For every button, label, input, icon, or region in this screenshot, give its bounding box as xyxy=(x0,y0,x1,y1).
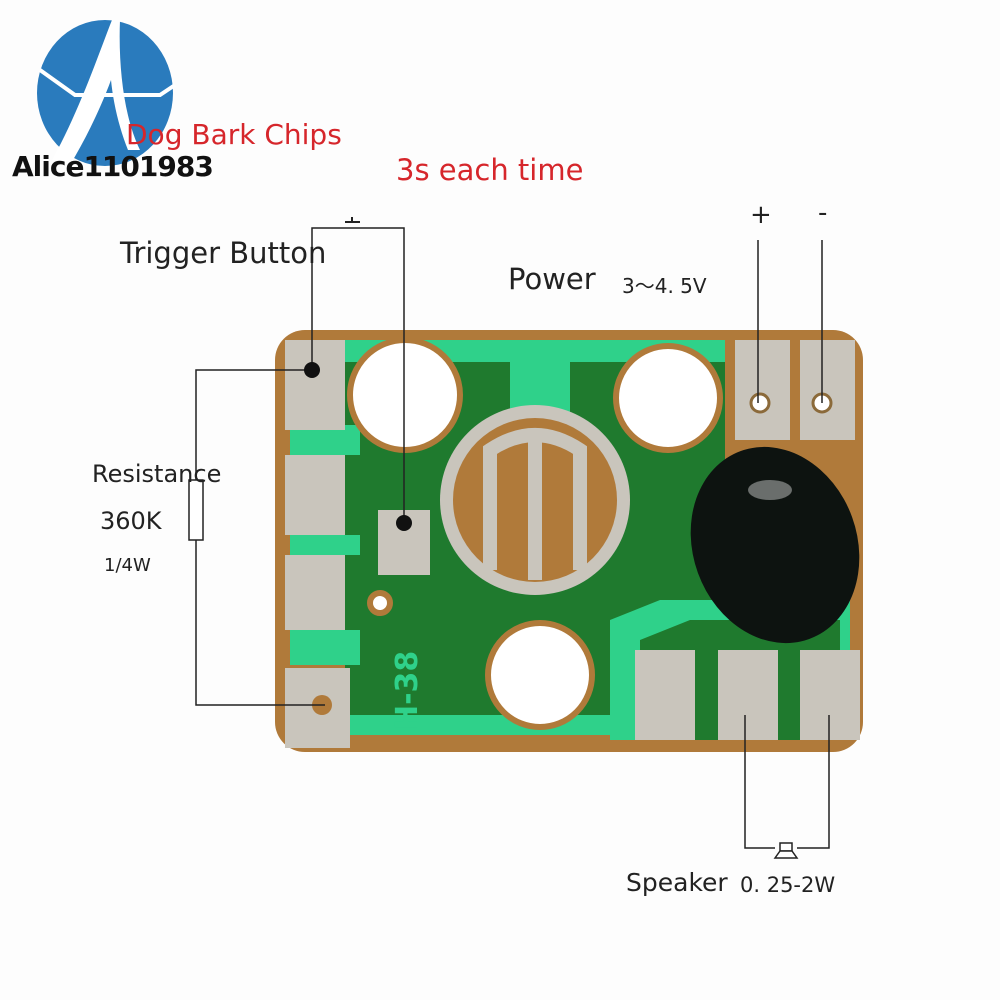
resistor-icon xyxy=(188,479,204,541)
trigger-pad-dot xyxy=(396,515,412,531)
resistance-label: Resistance xyxy=(92,460,222,488)
logo-icon xyxy=(37,20,177,166)
board-marking: H-38 xyxy=(390,650,425,730)
title: Dog Bark Chips xyxy=(126,118,342,151)
plus-sign: + xyxy=(750,200,772,230)
logo-text: Alice1101983 xyxy=(12,150,214,183)
push-button-icon xyxy=(340,217,365,229)
subtitle: 3s each time xyxy=(396,153,584,187)
speaker-range: 0. 25-2W xyxy=(740,873,836,897)
resistance-value: 360K xyxy=(100,507,162,535)
resistance-power: 1/4W xyxy=(104,555,151,576)
trigger-button-label: Trigger Button xyxy=(120,236,327,270)
power-range: 3～4. 5V xyxy=(622,274,707,298)
power-label: Power xyxy=(508,262,596,296)
speaker-label: Speaker xyxy=(626,868,728,897)
trigger-terminal-dot xyxy=(304,362,320,378)
pcb-board xyxy=(275,330,863,752)
minus-sign: - xyxy=(818,198,828,228)
speaker-icon xyxy=(773,842,799,859)
